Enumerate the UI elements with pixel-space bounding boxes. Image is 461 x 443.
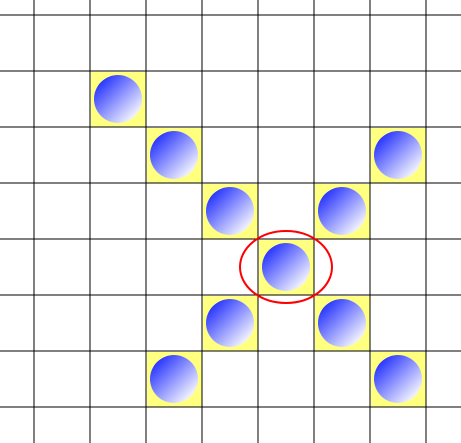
blue-piece[interactable] [94, 75, 142, 123]
selected-blue-piece[interactable] [262, 243, 310, 291]
blue-piece[interactable] [374, 131, 422, 179]
blue-piece[interactable] [374, 355, 422, 403]
pieces-layer[interactable] [94, 75, 422, 403]
blue-piece[interactable] [206, 299, 254, 347]
blue-piece[interactable] [150, 131, 198, 179]
blue-piece[interactable] [150, 355, 198, 403]
selection-layer [239, 230, 333, 304]
blue-piece[interactable] [206, 187, 254, 235]
selection-circle [239, 230, 333, 304]
blue-piece[interactable] [318, 299, 366, 347]
blue-piece[interactable] [318, 187, 366, 235]
